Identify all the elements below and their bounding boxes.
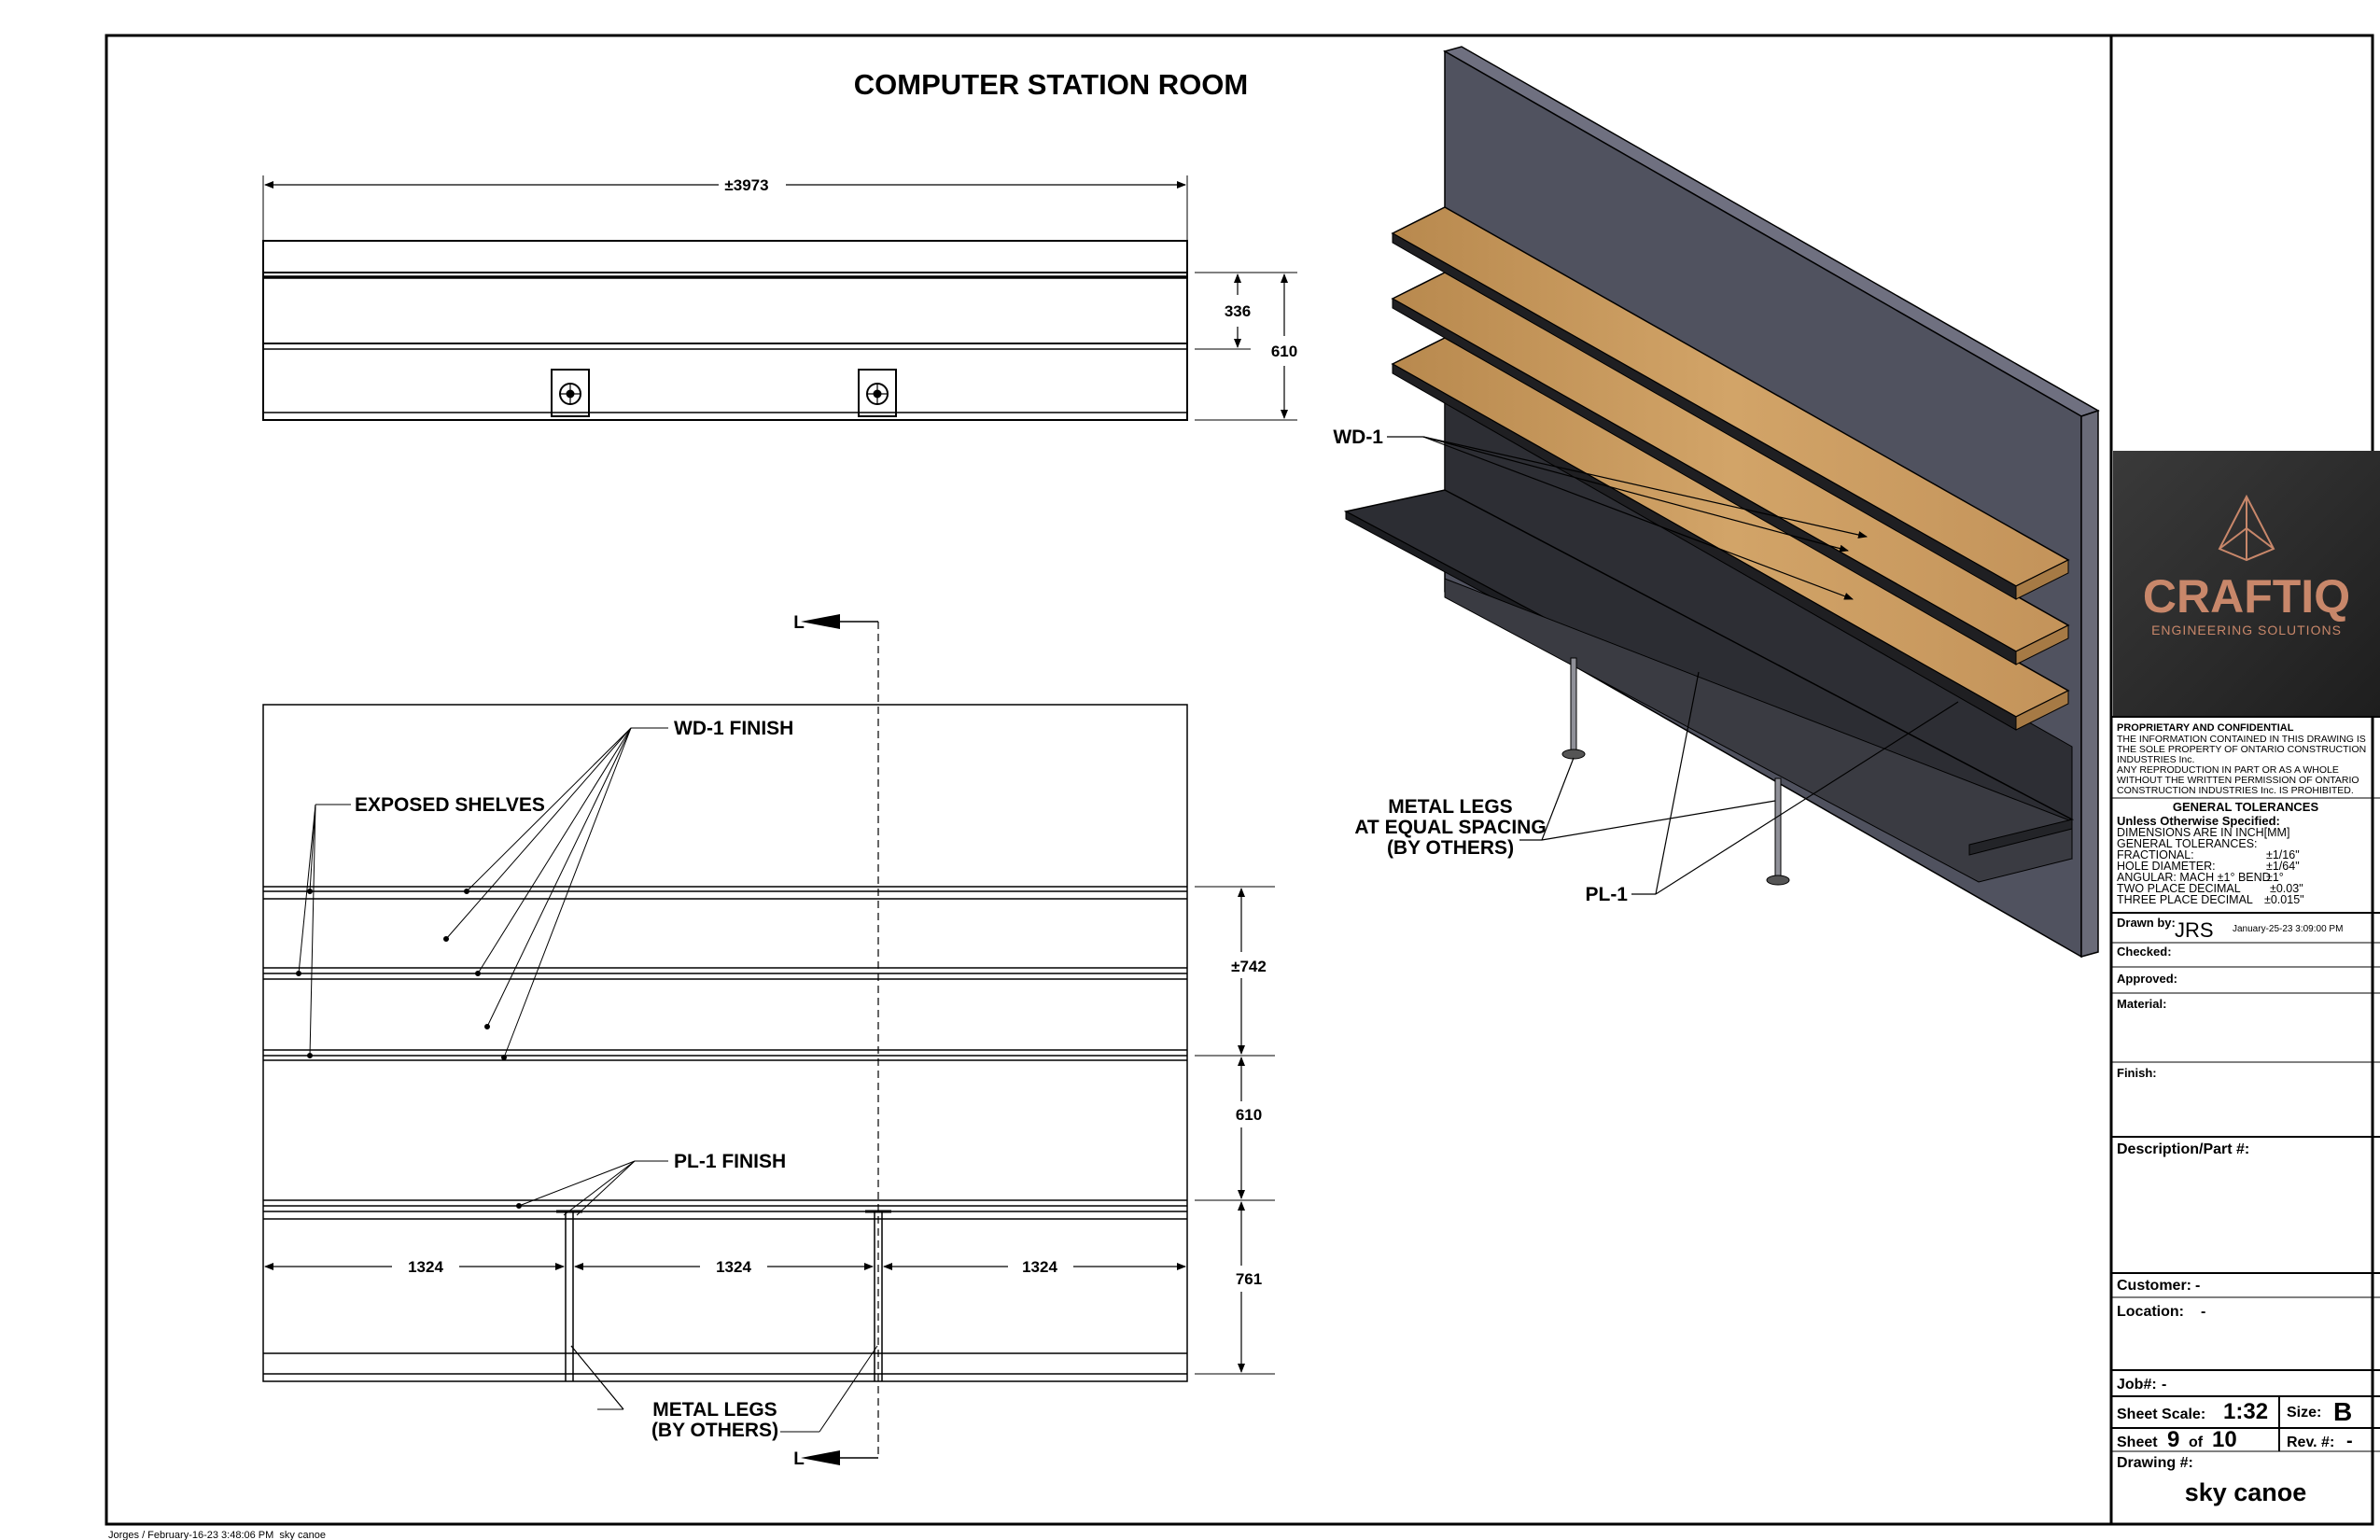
location-value: - — [2201, 1304, 2205, 1320]
finish-label: Finish: — [2117, 1066, 2157, 1080]
size-value: B — [2333, 1397, 2352, 1426]
tol-label: FRACTIONAL: — [2117, 848, 2194, 861]
iso-label-legs-2: AT EQUAL SPACING — [1354, 817, 1546, 838]
iso-label-pl1: PL-1 — [1585, 884, 1628, 905]
dim-overall-width: ±3973 — [724, 176, 768, 194]
label-wd1-finish: WD-1 FINISH — [674, 718, 793, 739]
proprietary-line: WITHOUT THE WRITTEN PERMISSION OF ONTARI… — [2117, 775, 2359, 786]
approved-label: Approved: — [2117, 972, 2177, 986]
customer-label: Customer: — [2117, 1278, 2191, 1294]
location-label: Location: — [2117, 1304, 2184, 1320]
tol-value: ±0.03" — [2270, 882, 2303, 895]
dim-1324-b: 1324 — [716, 1258, 751, 1276]
dim-336: 336 — [1225, 302, 1251, 320]
tol-label: HOLE DIAMETER: — [2117, 860, 2216, 873]
proprietary-line: THE SOLE PROPERTY OF ONTARIO CONSTRUCTIO… — [2117, 744, 2366, 755]
sheet-total: 10 — [2212, 1427, 2237, 1452]
tol-label: THREE PLACE DECIMAL — [2117, 893, 2253, 906]
proprietary-line: INDUSTRIES Inc. — [2117, 754, 2194, 765]
dim-610-top: 610 — [1271, 343, 1297, 360]
dim-761: 761 — [1236, 1270, 1262, 1288]
tol-value: ±1° — [2266, 871, 2284, 884]
tol-value: ±0.015" — [2264, 893, 2304, 906]
dim-610-front: 610 — [1236, 1106, 1262, 1124]
checked-label: Checked: — [2117, 945, 2172, 959]
job-value: - — [2162, 1377, 2166, 1393]
drawn-date: January-25-23 3:09:00 PM — [2233, 924, 2343, 934]
job-label: Job#: — [2117, 1377, 2157, 1393]
proprietary-line: ANY REPRODUCTION IN PART OR AS A WHOLE — [2117, 764, 2339, 776]
tol-label: GENERAL TOLERANCES: — [2117, 837, 2258, 850]
iso-label-wd1: WD-1 — [1333, 427, 1383, 448]
section-marker-top: L — [793, 613, 805, 633]
footer-stamp: Jorges / February-16-23 3:48:06 PM sky c… — [108, 1530, 326, 1540]
drawing-title: COMPUTER STATION ROOM — [854, 68, 1249, 101]
section-marker-bottom: L — [793, 1449, 805, 1469]
sheet-scale-value: 1:32 — [2223, 1399, 2268, 1424]
sheet-scale-label: Sheet Scale: — [2117, 1407, 2205, 1422]
label-pl1-finish: PL-1 FINISH — [674, 1151, 786, 1172]
description-label: Description/Part #: — [2117, 1141, 2249, 1157]
dim-1324-c: 1324 — [1022, 1258, 1057, 1276]
drawn-by-value: JRS — [2175, 918, 2214, 942]
sheet-label: Sheet — [2117, 1435, 2158, 1450]
label-exposed-shelves: EXPOSED SHELVES — [355, 794, 545, 816]
iso-label-legs-3: (BY OTHERS) — [1387, 837, 1514, 859]
iso-label-legs-1: METAL LEGS — [1388, 796, 1512, 818]
iso-view — [1343, 46, 2100, 959]
sheet-of: of — [2189, 1435, 2204, 1450]
rev-label: Rev. #: — [2287, 1435, 2334, 1450]
customer-value: - — [2195, 1278, 2200, 1294]
tolerances-unless: Unless Otherwise Specified: — [2117, 814, 2280, 828]
tol-value: ±1/16" — [2266, 848, 2300, 861]
drawn-by-label: Drawn by: — [2117, 916, 2176, 930]
logo-subtitle: ENGINEERING SOLUTIONS — [2151, 623, 2342, 637]
drawing-number-label: Drawing #: — [2117, 1455, 2193, 1471]
proprietary-line: CONSTRUCTION INDUSTRIES Inc. IS PROHIBIT… — [2117, 785, 2354, 796]
tol-value: ±1/64" — [2266, 860, 2300, 873]
sheet-border — [105, 34, 2374, 1526]
front-view — [262, 614, 1275, 1465]
dim-1324-a: 1324 — [408, 1258, 443, 1276]
craftiq-logo-icon — [2218, 494, 2275, 562]
tol-label: TWO PLACE DECIMAL — [2117, 882, 2241, 895]
tolerances-title: GENERAL TOLERANCES — [2173, 800, 2319, 814]
proprietary-title: PROPRIETARY AND CONFIDENTIAL — [2117, 722, 2294, 734]
tol-label: DIMENSIONS ARE IN INCH[MM] — [2117, 826, 2289, 839]
top-view — [262, 175, 1297, 421]
drawing-number-value: sky canoe — [2185, 1478, 2307, 1506]
label-metal-legs-2: (BY OTHERS) — [651, 1420, 778, 1441]
dim-742: ±742 — [1231, 958, 1267, 975]
logo-name: CRAFTIQ — [2143, 570, 2350, 623]
material-label: Material: — [2117, 997, 2166, 1011]
sheet-number: 9 — [2167, 1427, 2179, 1452]
label-metal-legs-1: METAL LEGS — [652, 1399, 777, 1421]
rev-value: - — [2346, 1431, 2353, 1451]
tol-label: ANGULAR: MACH ±1° BEND — [2117, 871, 2271, 884]
proprietary-line: THE INFORMATION CONTAINED IN THIS DRAWIN… — [2117, 734, 2366, 745]
size-label: Size: — [2287, 1405, 2321, 1421]
